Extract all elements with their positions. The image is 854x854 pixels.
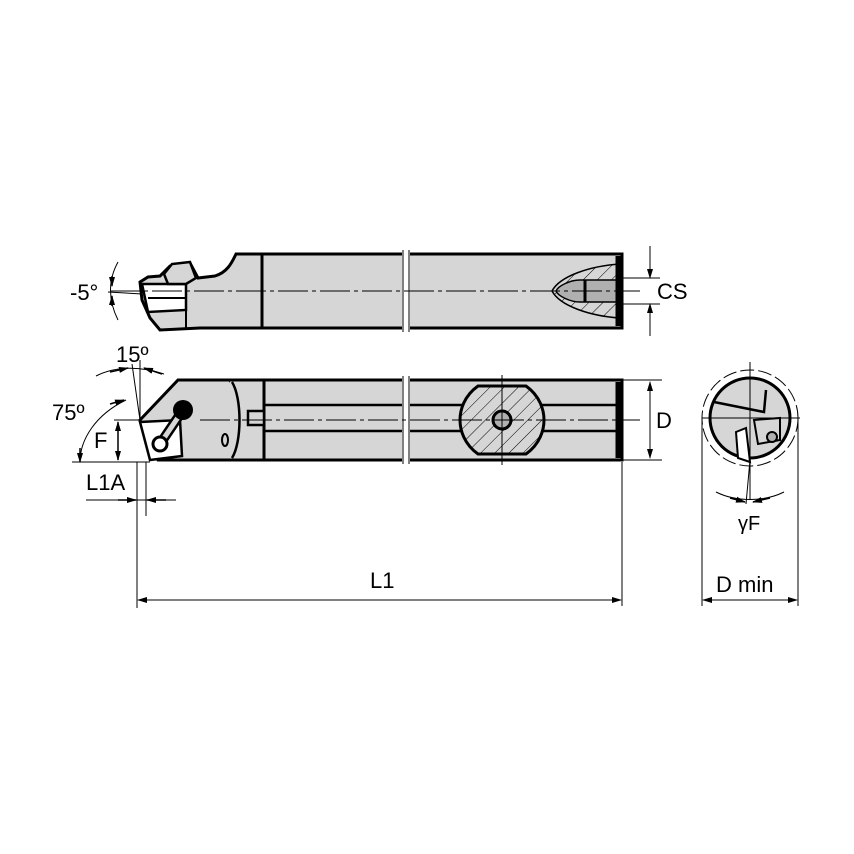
l1a-label: L1A [86,470,125,495]
top-view: CS -5° [70,246,688,336]
angle-75-label: 75º [52,400,85,425]
top-view-clamp [162,260,198,286]
d-min-label: D min [716,572,773,597]
side-view: D 15º 75º F L1A L1 [52,342,672,608]
side-view-shank [262,378,624,462]
end-view: γF D min [701,362,800,606]
gamma-f-label: γF [738,513,760,535]
angle-minus5-label: -5° [70,280,98,305]
angle-15-label: 15º [116,342,149,367]
d-label: D [656,408,672,433]
f-label: F [94,428,107,453]
clamp-screw [173,400,193,420]
cs-label: CS [657,279,688,304]
l1-label: L1 [370,568,394,593]
